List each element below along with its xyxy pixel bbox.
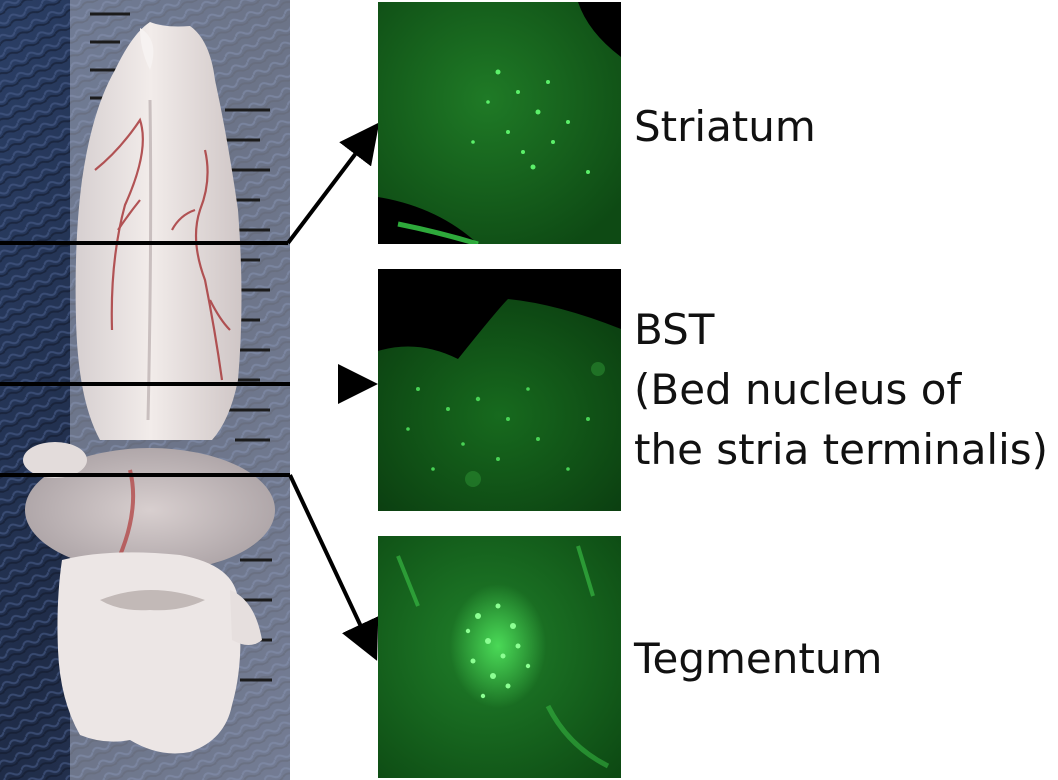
striatum-micrograph (378, 2, 621, 244)
tegmentum-micrograph (378, 536, 621, 778)
hindbrain (57, 552, 241, 754)
label-striatum: Striatum (634, 102, 816, 151)
label-bst-full-line2: the stria terminalis) (634, 425, 1049, 474)
section-lines (0, 241, 290, 477)
label-bst-full-line1: (Bed nucleus of (634, 365, 962, 414)
label-bst: BST (634, 305, 715, 354)
brain-photo (0, 0, 290, 780)
forebrain (75, 22, 242, 440)
blood-vessels (94, 117, 231, 381)
arrow-striatum (286, 122, 380, 245)
label-tegmentum: Tegmentum (634, 634, 883, 683)
midbrain-lobes (25, 448, 275, 572)
arrow-tegmentum (288, 474, 379, 661)
bst-micrograph (378, 269, 621, 511)
